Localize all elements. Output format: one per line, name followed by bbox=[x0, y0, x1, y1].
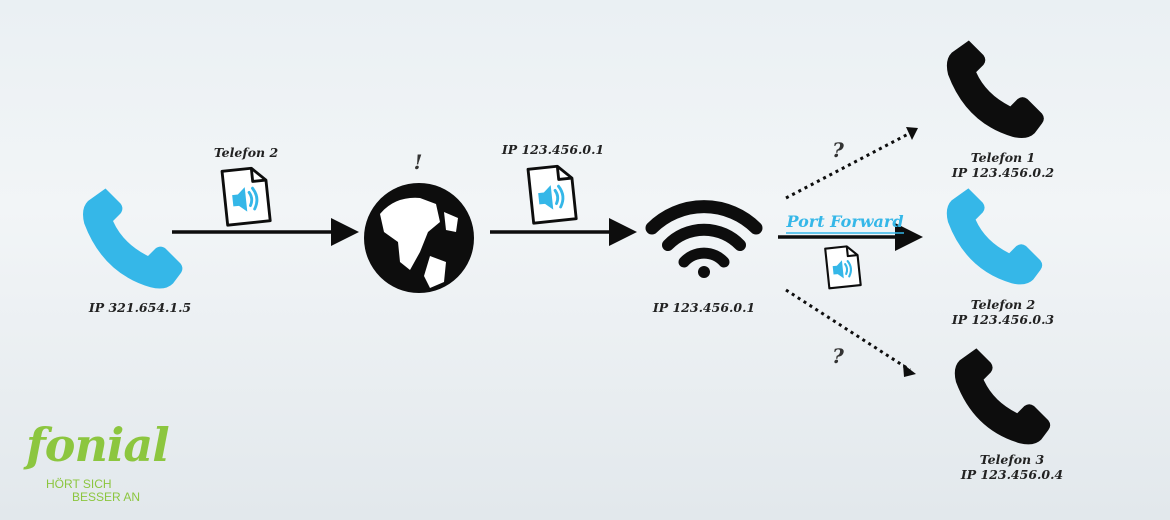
packet-1-label: Telefon 2 bbox=[213, 145, 279, 160]
tagline-line-2: BESSER AN bbox=[72, 490, 141, 504]
telefon-3-ip: IP 123.456.0.4 bbox=[960, 467, 1064, 482]
dotted-arrow-to-telefon-3 bbox=[785, 288, 911, 372]
telefon-1-ip: IP 123.456.0.2 bbox=[951, 165, 1055, 180]
dotted-arrow-to-telefon-1 bbox=[785, 130, 913, 200]
telefon-1-phone-icon bbox=[946, 40, 1044, 139]
audio-file-icon bbox=[526, 163, 578, 225]
telefon-3-name: Telefon 3 bbox=[979, 452, 1045, 467]
fonial-logo: fonial bbox=[26, 418, 170, 472]
question-mark-upper: ? bbox=[832, 138, 844, 162]
audio-file-icon bbox=[220, 165, 272, 227]
telefon-2-label: Telefon 2 IP 123.456.0.3 bbox=[952, 297, 1054, 327]
packet-2-label: IP 123.456.0.1 bbox=[501, 142, 605, 157]
caller-ip-label: IP 321.654.1.5 bbox=[88, 300, 192, 315]
telefon-2-name: Telefon 2 bbox=[970, 297, 1036, 312]
fonial-tagline: HÖRT SICH BESSER AN bbox=[46, 478, 140, 504]
telefon-1-label: Telefon 1 IP 123.456.0.2 bbox=[952, 150, 1054, 180]
caller-phone-icon bbox=[83, 188, 183, 289]
telefon-2-phone-icon bbox=[946, 188, 1043, 285]
dotted-arrowhead-1 bbox=[906, 127, 918, 140]
audio-file-icon bbox=[824, 244, 862, 290]
port-forward-label: Port Forward bbox=[786, 212, 904, 231]
telefon-1-name: Telefon 1 bbox=[970, 150, 1036, 165]
telefon-2-ip: IP 123.456.0.3 bbox=[951, 312, 1055, 327]
question-mark-lower: ? bbox=[832, 344, 844, 368]
router-ip-label: IP 123.456.0.1 bbox=[652, 300, 756, 315]
dotted-arrowhead-3 bbox=[903, 364, 916, 377]
globe-icon bbox=[364, 183, 474, 293]
tagline-line-1: HÖRT SICH bbox=[46, 477, 112, 491]
telefon-3-label: Telefon 3 IP 123.456.0.4 bbox=[961, 452, 1063, 482]
wifi-icon bbox=[645, 200, 763, 278]
internet-exclamation: ! bbox=[413, 150, 423, 174]
telefon-3-phone-icon bbox=[954, 348, 1051, 445]
